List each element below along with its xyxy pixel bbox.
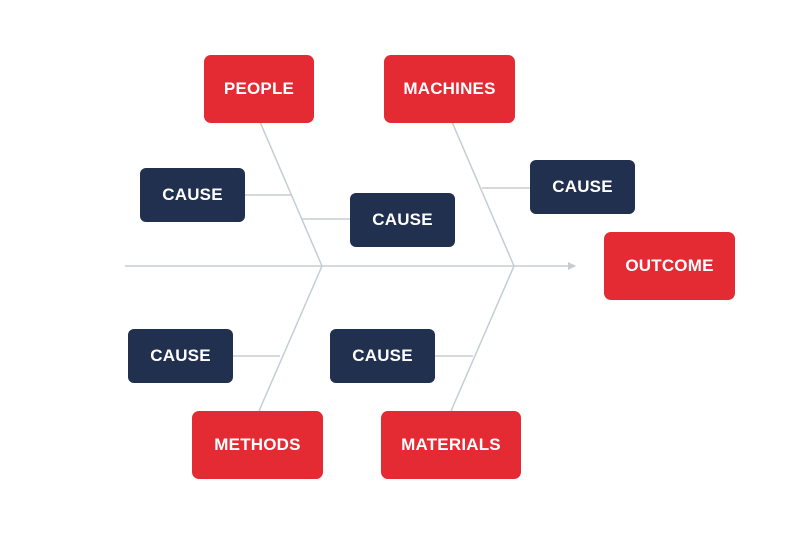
cause-box: CAUSE [330, 329, 435, 383]
category-materials: MATERIALS [381, 411, 521, 479]
category-label: MACHINES [403, 79, 496, 98]
cause-box: CAUSE [140, 168, 245, 222]
methods-bone [258, 265, 323, 412]
cause-label: CAUSE [552, 177, 613, 196]
cause-box: CAUSE [128, 329, 233, 383]
cause-label: CAUSE [372, 210, 433, 229]
cause-label: CAUSE [162, 185, 223, 204]
category-label: MATERIALS [401, 435, 501, 454]
materials-bone [450, 265, 515, 412]
cause-label: CAUSE [352, 346, 413, 365]
machines-bone [451, 121, 515, 267]
cause-box: CAUSE [350, 193, 455, 247]
cause-label: CAUSE [150, 346, 211, 365]
category-label: METHODS [214, 435, 301, 454]
category-methods: METHODS [192, 411, 323, 479]
cause-box: CAUSE [530, 160, 635, 214]
category-label: PEOPLE [223, 79, 295, 98]
outcome-box: OUTCOME [604, 232, 735, 300]
outcome-label: OUTCOME [625, 256, 714, 275]
people-bone [259, 121, 323, 267]
category-people: PEOPLE [204, 55, 314, 123]
category-machines: MACHINES [384, 55, 515, 123]
